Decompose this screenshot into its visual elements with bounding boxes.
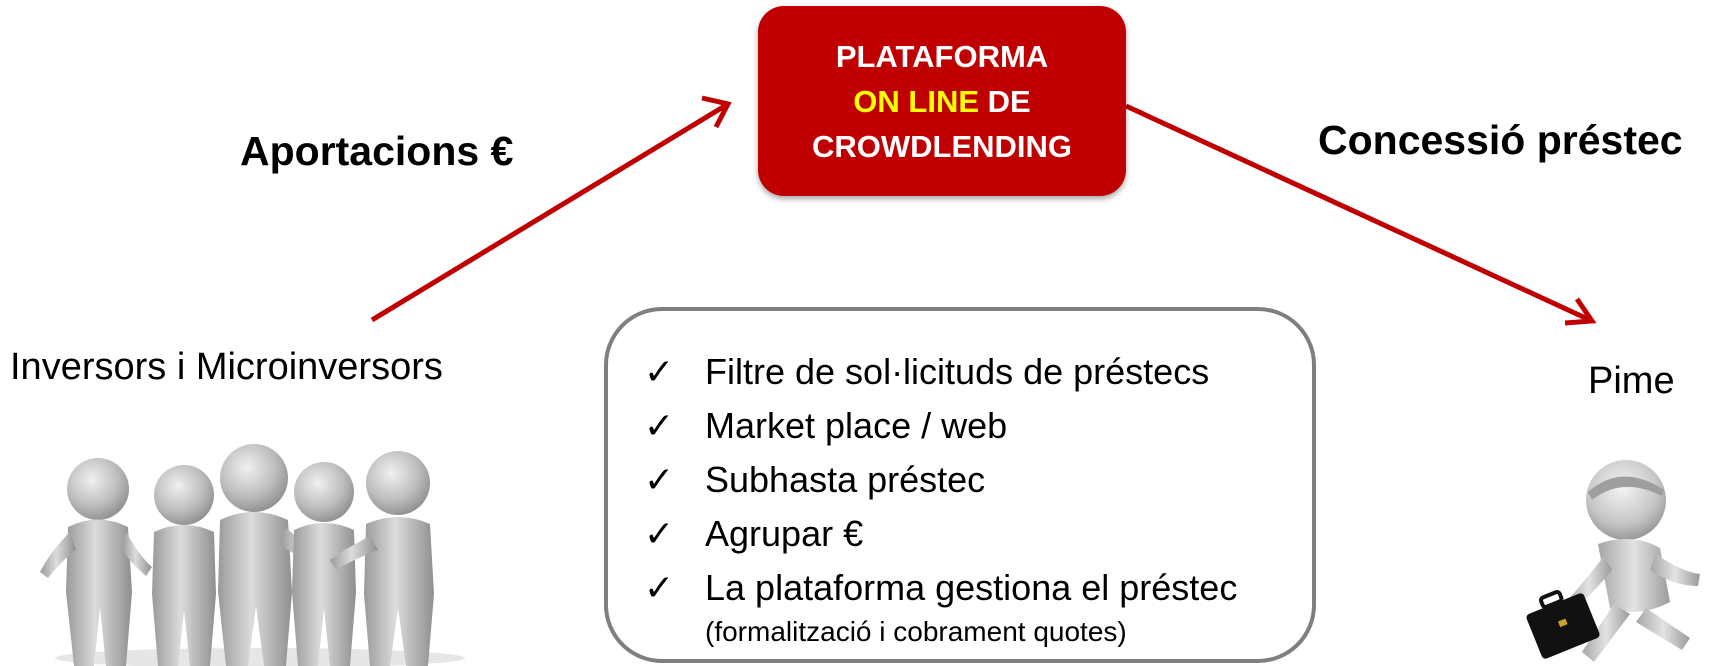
people-group-icon — [40, 444, 465, 666]
feature-text: La plataforma gestiona el préstec — [705, 567, 1238, 608]
contributions-label: Aportacions € — [240, 128, 514, 174]
feature-text: Filtre de sol·licituds de préstecs — [705, 351, 1210, 392]
contribution-arrow-line — [370, 101, 730, 323]
platform-title-line1: PLATAFORMA — [835, 38, 1049, 74]
investors-label: Inversors i Microinversors — [10, 346, 443, 388]
sme-label: Pime — [1588, 360, 1675, 402]
platform-title-line2-rest: DE — [979, 83, 1031, 119]
loan-arrow-head — [1564, 297, 1597, 326]
platform-title-line3: CROWDLENDING — [811, 128, 1073, 164]
check-icon: ✓ — [644, 513, 675, 554]
feature-subtext: (formalització i cobrament quotes) — [705, 616, 1127, 647]
businessperson-briefcase-icon — [1526, 460, 1700, 662]
platform-title-line2: ON LINE DE — [853, 79, 1030, 124]
feature-item: ✓ Agrupar € — [644, 507, 1237, 561]
check-icon: ✓ — [644, 405, 675, 446]
feature-item: ✓ Subhasta préstec — [644, 453, 1237, 507]
feature-text: Agrupar € — [705, 513, 864, 554]
check-icon: ✓ — [644, 567, 675, 608]
feature-text: Subhasta préstec — [705, 459, 986, 500]
platform-online-highlight: ON LINE — [853, 83, 980, 119]
features-list: ✓ Filtre de sol·licituds de préstecs ✓ Mar… — [644, 345, 1237, 649]
contribution-arrow-head — [701, 95, 732, 129]
check-icon: ✓ — [644, 459, 675, 500]
feature-item: ✓ Market place / web — [644, 399, 1237, 453]
loan-grant-label: Concessió préstec — [1318, 117, 1683, 163]
crowdlending-platform-box: PLATAFORMA ON LINE DE CROWDLENDING — [758, 6, 1126, 196]
platform-features-box: ✓ Filtre de sol·licituds de préstecs ✓ Mar… — [604, 307, 1316, 663]
check-icon: ✓ — [644, 351, 675, 392]
feature-item: ✓ La plataforma gestiona el préstec (forma… — [644, 561, 1237, 649]
feature-text: Market place / web — [705, 405, 1008, 446]
feature-item: ✓ Filtre de sol·licituds de préstecs — [644, 345, 1237, 399]
loan-arrow-line — [1124, 103, 1594, 324]
